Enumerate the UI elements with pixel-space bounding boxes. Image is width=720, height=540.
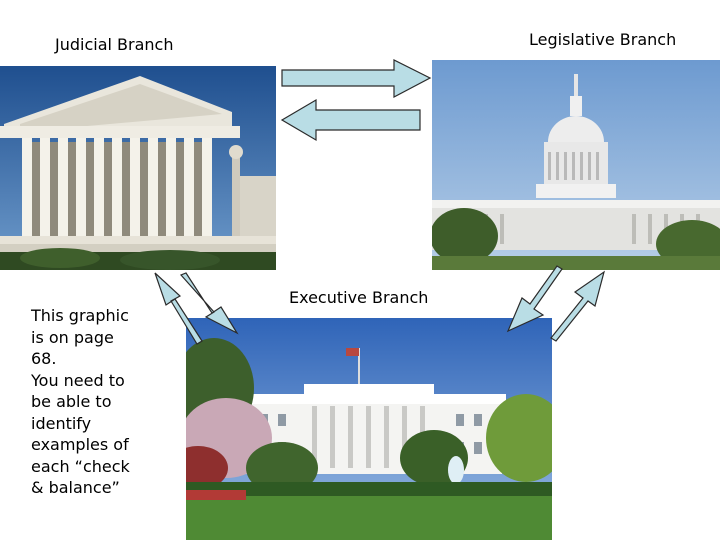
judicial-branch-label: Judicial Branch — [55, 35, 174, 54]
arrow-legislative-to-judicial — [280, 98, 421, 142]
note-line: identify — [31, 413, 92, 433]
note-line: This graphic — [31, 306, 129, 325]
arrow-executive-to-legislative — [550, 270, 605, 342]
note-line: each “check — [31, 456, 130, 476]
note-line: & balance” — [31, 478, 120, 497]
capitol-photo — [432, 60, 720, 270]
page-note: This graphic is on page 68. You need to … — [31, 305, 141, 499]
note-line: 68. — [31, 349, 57, 368]
note-line: be able to — [31, 392, 112, 411]
note-line: examples of — [31, 435, 129, 454]
note-line: is on page — [31, 327, 114, 347]
legislative-branch-label: Legislative Branch — [529, 30, 677, 49]
executive-branch-label: Executive Branch — [289, 288, 429, 307]
note-line: You need to — [31, 370, 125, 390]
arrow-judicial-to-legislative — [281, 59, 432, 98]
arrow-judicial-to-executive — [179, 272, 239, 335]
supreme-court-photo — [0, 66, 276, 270]
white-house-photo — [186, 318, 552, 540]
arrow-executive-to-judicial — [154, 272, 203, 345]
arrow-legislative-to-executive — [506, 265, 563, 333]
